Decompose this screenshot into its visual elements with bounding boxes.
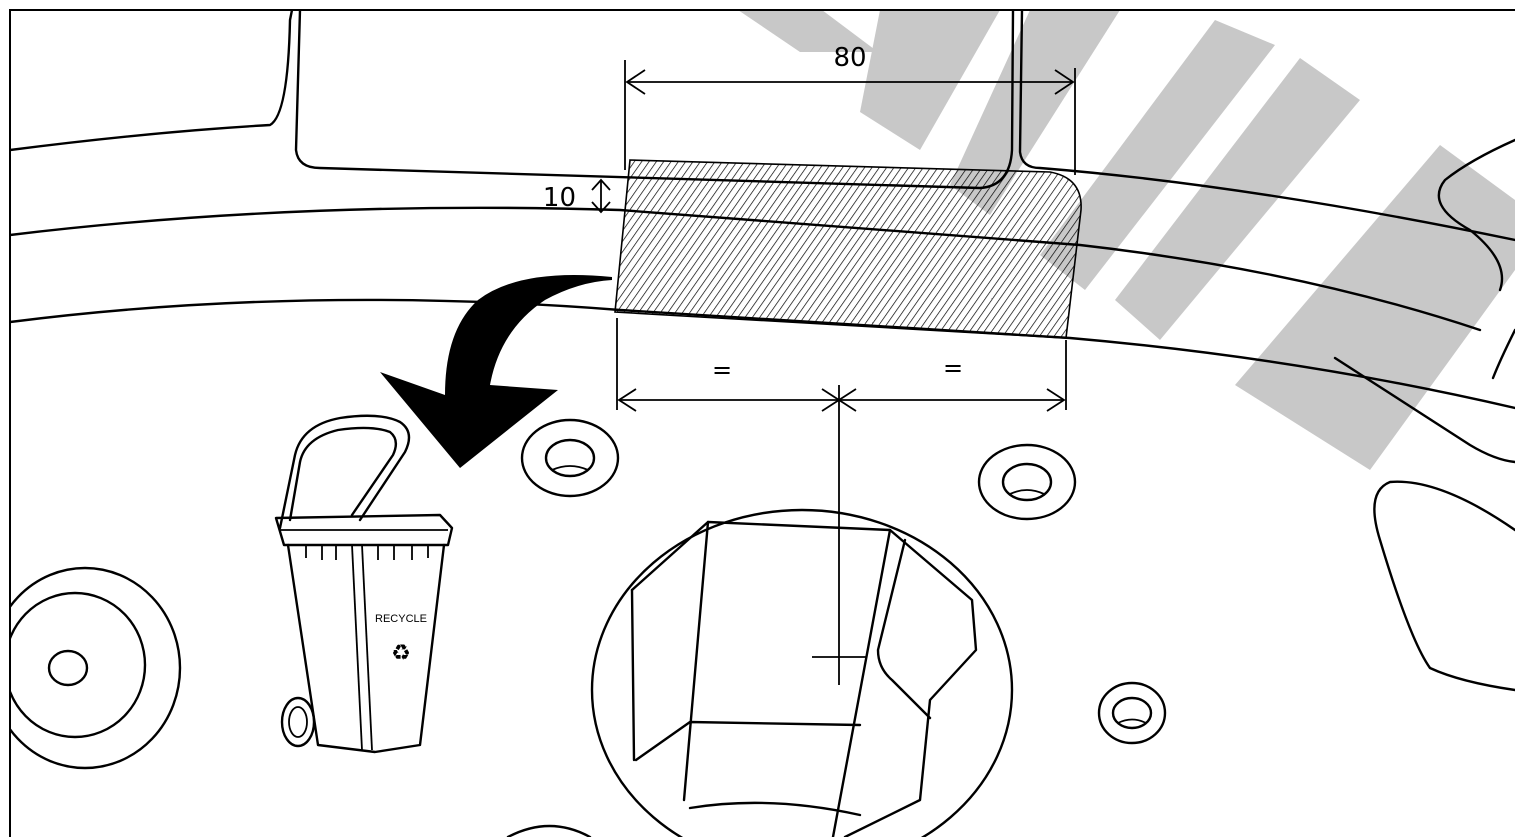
watermark-stripe — [738, 10, 878, 52]
inner-contour — [630, 520, 978, 837]
bin-wheel — [280, 696, 316, 748]
right-panel-outline — [1373, 480, 1515, 692]
bin-rim — [274, 513, 454, 547]
inner-contour — [682, 520, 710, 802]
equal-label-right: = — [943, 354, 963, 382]
inner-contour — [688, 801, 862, 817]
large-opening — [590, 508, 1014, 837]
discard-arrow-icon — [380, 275, 612, 468]
watermark-stripe — [1115, 58, 1360, 340]
depth-dimension: 10 — [543, 178, 611, 214]
frame-border — [9, 9, 1515, 837]
arrow-down-icon — [591, 201, 611, 214]
upper-panel-edge — [1018, 10, 1515, 242]
arrow-left-icon — [625, 69, 646, 95]
equal-label-left: = — [712, 356, 732, 384]
hole-upper-left — [520, 418, 620, 498]
arrow-left-icon — [617, 388, 637, 412]
recycle-symbol-icon: ♻ — [391, 641, 411, 666]
hole-left — [10, 566, 182, 770]
hole-upper-right — [977, 443, 1077, 521]
inner-contour — [876, 538, 932, 720]
arrow-right-icon — [1046, 388, 1066, 412]
bin-label: RECYCLE — [375, 613, 427, 625]
right-edge-arc — [1491, 328, 1515, 380]
mounting-holes — [10, 418, 1167, 837]
inner-contour — [831, 528, 892, 837]
width-label: 80 — [833, 43, 866, 73]
inner-contour — [630, 588, 636, 762]
middle-body-line — [10, 206, 1482, 332]
arrow-right-icon — [1054, 69, 1075, 95]
lower-right-contour — [1333, 356, 1515, 464]
depth-label: 10 — [543, 183, 576, 213]
hole-lower-right — [1097, 681, 1167, 745]
inner-contour — [634, 720, 862, 762]
watermark-stripe — [950, 10, 1120, 215]
watermark-stripe — [860, 10, 1000, 150]
arrow-up-icon — [591, 178, 611, 191]
bin-ribs — [305, 545, 429, 560]
bin-body — [286, 543, 446, 754]
bin-lid-inner — [288, 426, 398, 522]
upper-panel-outline — [10, 10, 294, 152]
centering-dimension: = = — [616, 318, 1067, 685]
width-dimension: 80 — [624, 43, 1076, 175]
right-side-curve — [1437, 138, 1515, 292]
watermark-stripe — [1040, 20, 1275, 290]
upper-panel-outline-inner — [294, 10, 1015, 190]
bin-lid-open — [278, 414, 411, 530]
recycle-bin-icon: RECYCLE ♻ — [274, 414, 454, 754]
cut-out-zone — [614, 159, 1082, 339]
hole-bottom-partial — [506, 824, 592, 837]
